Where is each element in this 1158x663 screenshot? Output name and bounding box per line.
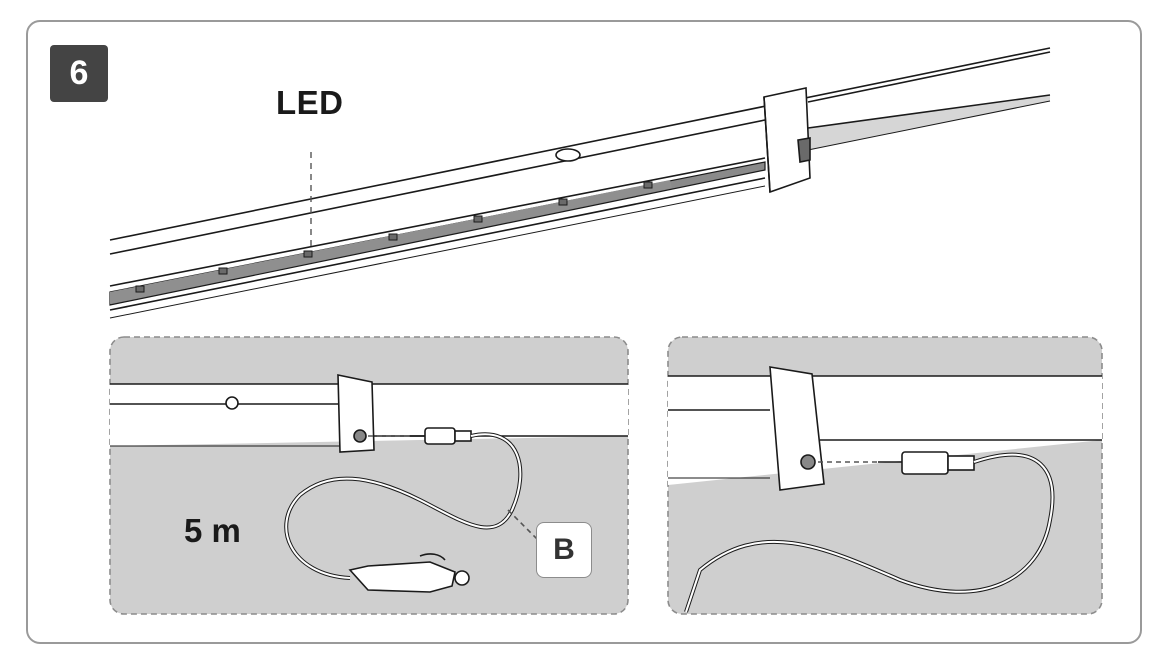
illustration-frame: [26, 20, 1142, 644]
cable-length-label: 5 m: [184, 512, 241, 549]
left-detail-panel: [109, 336, 629, 615]
connector-label-b: B: [536, 522, 592, 578]
car-plug-cable-icon: [284, 432, 539, 593]
step-number-badge: 6: [50, 45, 108, 102]
right-detail-panel: [667, 336, 1103, 615]
led-label: LED: [276, 84, 344, 121]
awning-led-bar-icon: [109, 47, 1051, 319]
cable-connection-icon: [668, 366, 1102, 613]
